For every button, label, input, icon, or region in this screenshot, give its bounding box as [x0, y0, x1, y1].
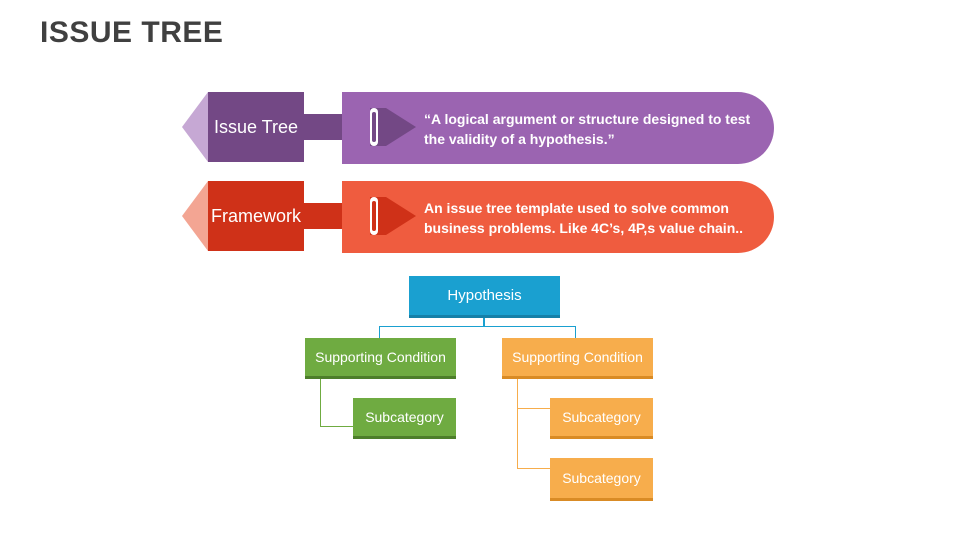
page-title: ISSUE TREE [40, 16, 224, 49]
right-branch-horizontal-2 [517, 468, 550, 469]
framework-description: An issue tree template used to solve com… [424, 200, 744, 236]
framework-description-box [342, 181, 774, 253]
framework-row-graphic [182, 181, 774, 253]
root-stem [483, 318, 485, 327]
framework-connector-arrow [370, 197, 416, 235]
issue-tree-description: “A logical argument or structure designe… [424, 111, 751, 147]
subcategory-right-1: Subcategory [550, 398, 653, 439]
right-branch-vertical [517, 378, 518, 469]
supporting-condition-right: Supporting Condition [502, 338, 653, 379]
framework-arrow-tip [182, 181, 208, 251]
issue-tree-description-box [342, 92, 774, 164]
issue-tree-row-graphic [182, 92, 774, 164]
left-branch-vertical [320, 378, 321, 427]
framework-label: Framework [210, 205, 301, 226]
right-drop [575, 326, 576, 338]
issue-tree-arrow-tip [182, 92, 208, 162]
left-drop [379, 326, 380, 338]
issue-tree-label: Issue Tree [213, 116, 299, 137]
issue-tree-label-block [208, 92, 304, 162]
subcategory-right-2: Subcategory [550, 458, 653, 501]
root-bar [379, 326, 576, 327]
subcategory-left: Subcategory [353, 398, 456, 439]
issue-tree-connector-arrow [370, 108, 416, 146]
framework-label-block [208, 181, 304, 251]
hypothesis-node: Hypothesis [409, 276, 560, 318]
issue-tree-connector [304, 114, 344, 140]
framework-connector [304, 203, 344, 229]
right-branch-horizontal-1 [517, 408, 550, 409]
supporting-condition-left: Supporting Condition [305, 338, 456, 379]
left-branch-horizontal [320, 426, 353, 427]
